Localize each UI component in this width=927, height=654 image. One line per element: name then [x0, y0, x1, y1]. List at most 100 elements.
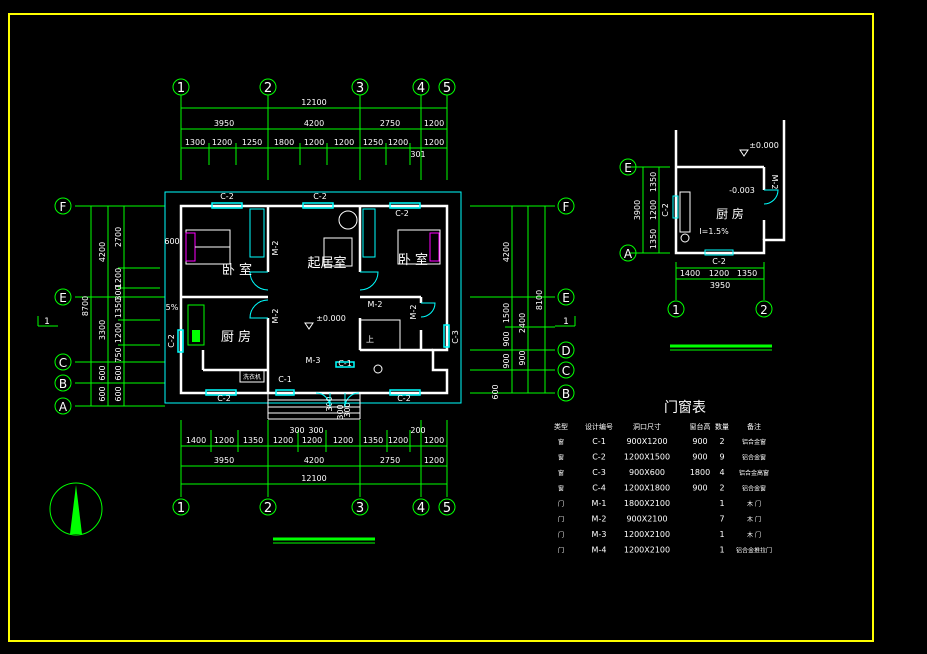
dim-left-fine-1: 2700	[114, 227, 123, 247]
axis-label-top-3: 3	[356, 81, 364, 96]
axis-label-right-d: D	[561, 344, 570, 358]
dim-top-mid-1: 3950	[214, 119, 234, 128]
dim-bot-fine-6: 1200	[333, 436, 353, 445]
dim-bot-fine-7: 1350	[363, 436, 383, 445]
dim-left-mid-4: 600	[98, 386, 107, 401]
table-cell: 1800X2100	[624, 499, 670, 508]
detail-axis-a: A	[624, 247, 633, 261]
dim-top-fine-1: 1300	[185, 138, 205, 147]
detail-labels: 厨 房 ±0.000 -0.003 I=1.5% C-2 C-2 M-2 390…	[633, 141, 779, 290]
detail-dim-fine-2: 1200	[649, 200, 658, 220]
wardrobe-left	[249, 208, 265, 258]
dim-right-fine-1: 1500	[502, 303, 511, 323]
table-cell: 木 门	[747, 531, 761, 539]
dim-bot-fine-5: 1200	[302, 436, 322, 445]
table-header-cell: 窗台高	[690, 422, 711, 431]
table-cell: 7	[719, 515, 724, 524]
detail-room-kitchen: 厨 房	[716, 206, 744, 221]
label-up: 上	[366, 335, 374, 344]
label-c2-top-a: C-2	[220, 192, 234, 201]
bed-right	[397, 229, 441, 265]
label-c1-mid: C-1	[338, 359, 352, 368]
axis-label-bottom-5: 5	[443, 501, 451, 516]
dim-bot-total: 12100	[301, 474, 326, 483]
label-c2-bot-a: C-2	[217, 394, 231, 403]
kitchen-counter	[187, 304, 205, 346]
table-cell: 2	[719, 437, 724, 446]
table-cell: 1	[719, 530, 724, 539]
windows	[177, 202, 450, 396]
axis-label-top-1: 1	[177, 81, 185, 96]
detail-axis-2: 2	[760, 303, 768, 317]
table-cell: M-1	[592, 499, 607, 508]
dim-bot-note: 200	[410, 426, 425, 435]
detail-c2-left: C-2	[661, 203, 670, 217]
dim-left-fine-6: 750	[114, 347, 123, 362]
table-cell: 铝合金窗	[742, 454, 766, 462]
table-cell: 窗	[558, 485, 564, 493]
room-living: 起居室	[307, 255, 346, 271]
table-cell: 1800	[690, 468, 710, 477]
room-kitchen: 厨 房	[221, 329, 251, 345]
dim-right-fine-5: 900	[502, 353, 511, 368]
label-c2-bot-b: C-2	[397, 394, 411, 403]
dim-left-fine-8: 600	[114, 386, 123, 401]
table-cell: 900X600	[629, 468, 665, 477]
elevation-mark	[304, 322, 314, 330]
table-header-cell: 类型	[554, 422, 568, 431]
axis-label-left-b: B	[59, 377, 67, 391]
dim-top-fine-2: 1200	[212, 138, 232, 147]
dim-left-total: 8700	[81, 296, 90, 316]
label-slope-5: 5%	[166, 303, 179, 312]
axis-label-right-c: C	[562, 364, 570, 378]
dim-bot-fine-2: 1200	[214, 436, 234, 445]
dim-step-4: 300	[336, 404, 345, 419]
axis-label-bottom-2: 2	[264, 501, 272, 516]
detail-dimension-lines	[630, 166, 765, 300]
right-dimension-lines	[470, 205, 555, 394]
table-cell: 铝合金窗	[742, 438, 766, 446]
dim-bot-fine-9: 1200	[424, 436, 444, 445]
dim-top-total: 12100	[301, 98, 326, 107]
detail-elev-room: -0.003	[729, 186, 755, 195]
table-cell: 木 门	[747, 500, 761, 508]
table-header-cell: 备注	[747, 422, 761, 431]
bottom-dimension-text: 1400 1200 1350 1200 1200 1200 1350 1200 …	[186, 426, 444, 483]
table-cell: C-2	[592, 453, 606, 462]
detail-axis-bubbles: E A 1 2	[619, 158, 773, 318]
dim-bot-mid-4: 1200	[424, 456, 444, 465]
room-bedroom-right: 卧 室	[398, 252, 428, 268]
label-c3-right: C-3	[451, 330, 460, 344]
dim-bot-mid-3: 2750	[380, 456, 400, 465]
detail-c2-bot: C-2	[712, 257, 726, 266]
dim-top-mid-2: 4200	[304, 119, 324, 128]
label-elevation: ±0.000	[316, 314, 346, 323]
dim-step-2: 300	[308, 426, 323, 435]
section-mark-left: 1	[44, 317, 50, 327]
label-c1-bot: C-1	[278, 375, 292, 384]
dim-top-fine-8: 1200	[388, 138, 408, 147]
left-dimension-lines	[75, 205, 165, 407]
table-header-cell: 设计编号	[585, 422, 613, 431]
detail-dim-bot-1: 1400	[680, 269, 700, 278]
axis-label-left-e: E	[59, 291, 67, 305]
dim-right-mid-2: 8100	[535, 290, 544, 310]
detail-elev-mark	[739, 149, 749, 157]
axis-label-bottom-4: 4	[417, 501, 425, 516]
wardrobe-right	[362, 208, 376, 258]
dim-bot-mid-1: 3950	[214, 456, 234, 465]
table-header-cell: 洞口尺寸	[633, 422, 661, 431]
table-cell: C-4	[592, 484, 606, 493]
table-cell: M-4	[592, 546, 607, 555]
table-cell: 1	[719, 546, 724, 555]
detail-dim-fine-1: 1350	[649, 172, 658, 192]
table-cell: 1	[719, 499, 724, 508]
table-cell: 门	[558, 500, 564, 508]
label-c2-top-c: C-2	[395, 209, 409, 218]
dim-left-mid-1: 4200	[98, 242, 107, 262]
table-cell: 900	[692, 453, 707, 462]
detail-fixtures	[672, 189, 779, 256]
dim-left-fine-4: 1350	[114, 298, 123, 318]
